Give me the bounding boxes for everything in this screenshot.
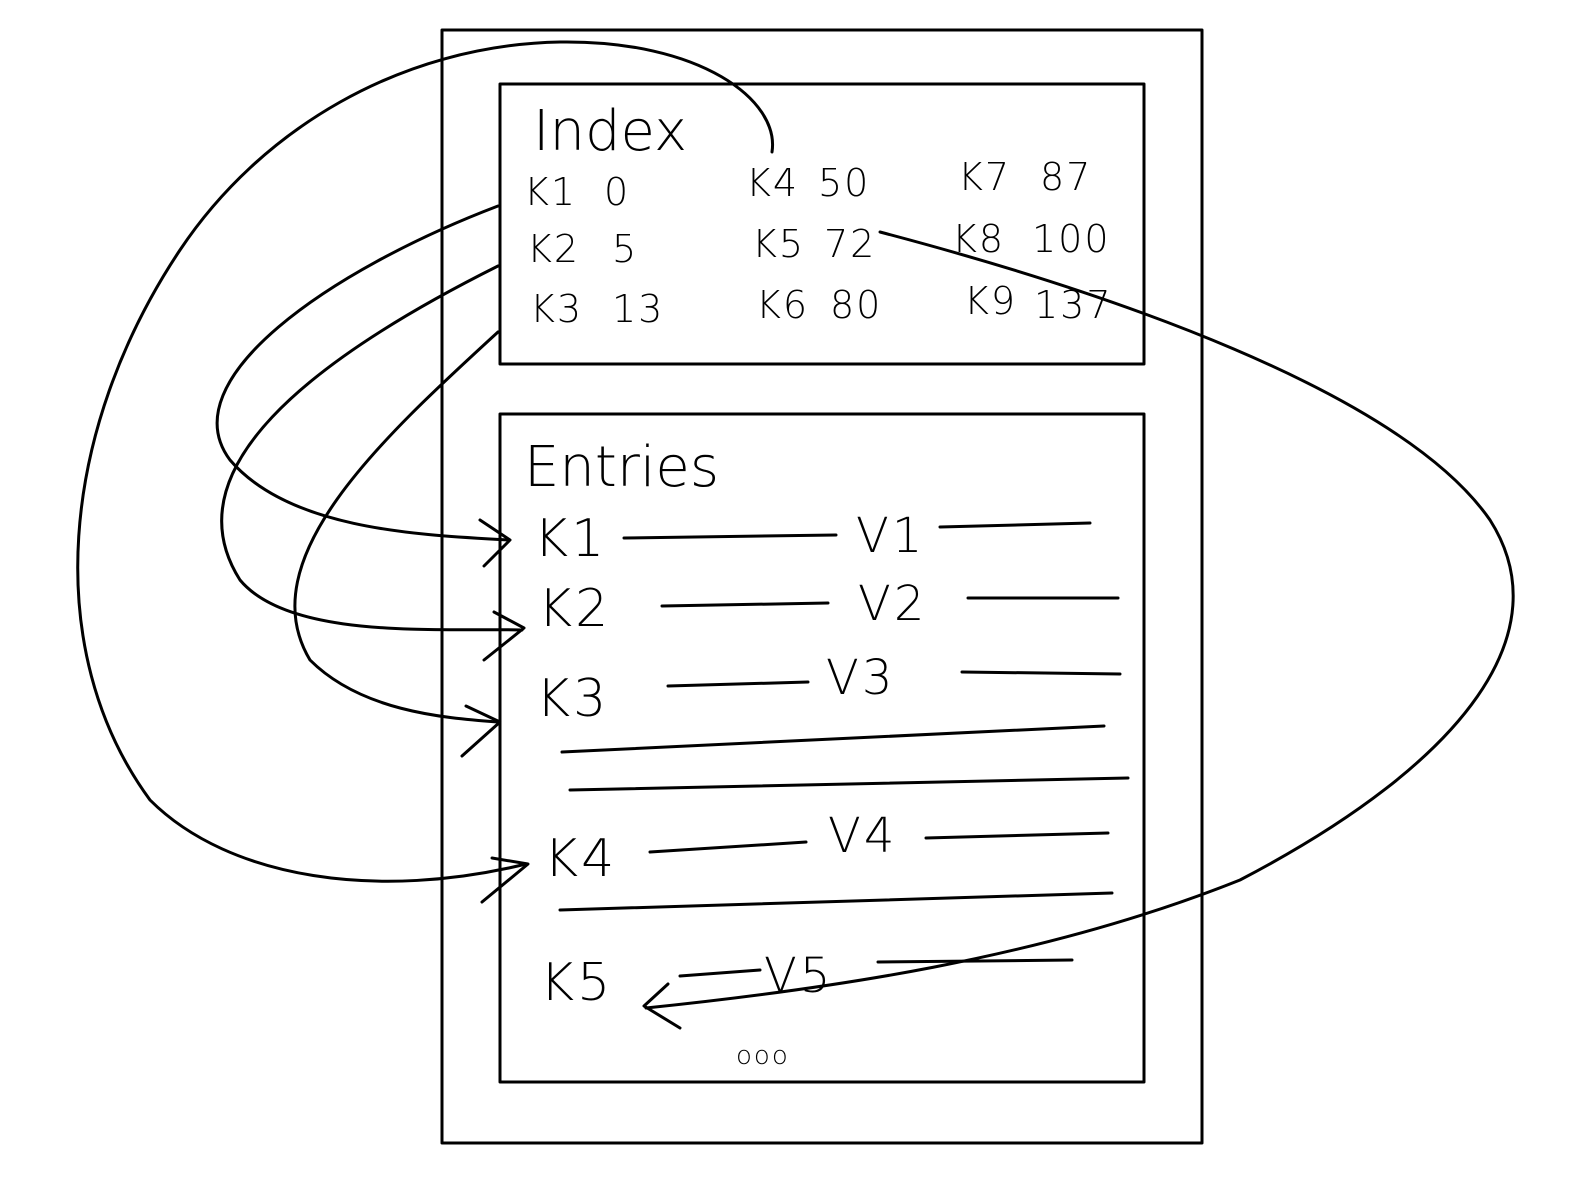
entry-value-3: V3 [826,650,895,706]
entry-line-1a [622,533,838,540]
entry-line-4a [648,840,808,854]
entry-filler-line-1 [560,724,1106,754]
entry-value-4: V4 [828,808,897,864]
arrow-k1 [215,204,510,542]
arrow-k2 [220,264,524,632]
index-offset-1: 0 [604,170,630,214]
index-key-6: K6 [756,283,809,327]
arrow-k5 [644,230,1515,1010]
arrowhead-k5 [642,982,682,1030]
entry-line-5a [678,968,762,978]
index-key-4: K4 [746,161,799,205]
pointer-arrows [76,40,1515,1030]
entry-value-2: V2 [858,576,927,632]
arrow-k3 [293,330,500,724]
entries-title: Entries [524,435,719,500]
entry-line-5b [876,958,1074,964]
index-box [498,82,1146,366]
entry-value-1: V1 [856,508,925,564]
arrowhead-k1 [478,518,512,568]
entry-line-2a [660,601,830,608]
index-offset-6: 80 [830,283,882,327]
entries-more: ooo [736,1041,790,1071]
entry-key-2: K2 [538,579,611,639]
entry-line-3b [960,670,1122,676]
arrowhead-k3 [460,704,502,758]
arrowhead-k4 [480,856,530,904]
index-offset-2: 5 [612,227,638,271]
index-key-7: K7 [958,155,1011,199]
arrow-k4 [76,40,775,883]
entry-filler-line-2 [568,776,1130,792]
entry-value-5: V5 [764,948,833,1004]
entry-line-1b [938,521,1092,529]
index-offset-8: 100 [1032,217,1111,261]
index-offset-7: 87 [1040,155,1092,199]
index-title: Index [533,99,687,164]
index-key-1: K1 [524,170,577,214]
index-key-9: K9 [964,279,1017,323]
index-key-2: K2 [527,227,580,271]
entry-key-5: K5 [540,953,613,1013]
entry-key-1: K1 [534,509,607,569]
entry-line-3a [666,680,810,688]
entry-key-4: K4 [544,829,617,889]
entries-box [498,412,1146,1084]
index-offset-5: 72 [824,222,876,266]
entry-key-3: K3 [536,669,609,729]
entry-filler-line-3 [558,891,1114,912]
arrowhead-k2 [482,610,526,662]
entry-line-4b [924,831,1110,840]
index-key-5: K5 [752,222,805,266]
file-box [440,28,1204,1145]
index-key-3: K3 [530,287,583,331]
index-offset-9: 137 [1034,283,1113,327]
index-offset-4: 50 [818,161,870,205]
index-offset-3: 13 [612,287,664,331]
